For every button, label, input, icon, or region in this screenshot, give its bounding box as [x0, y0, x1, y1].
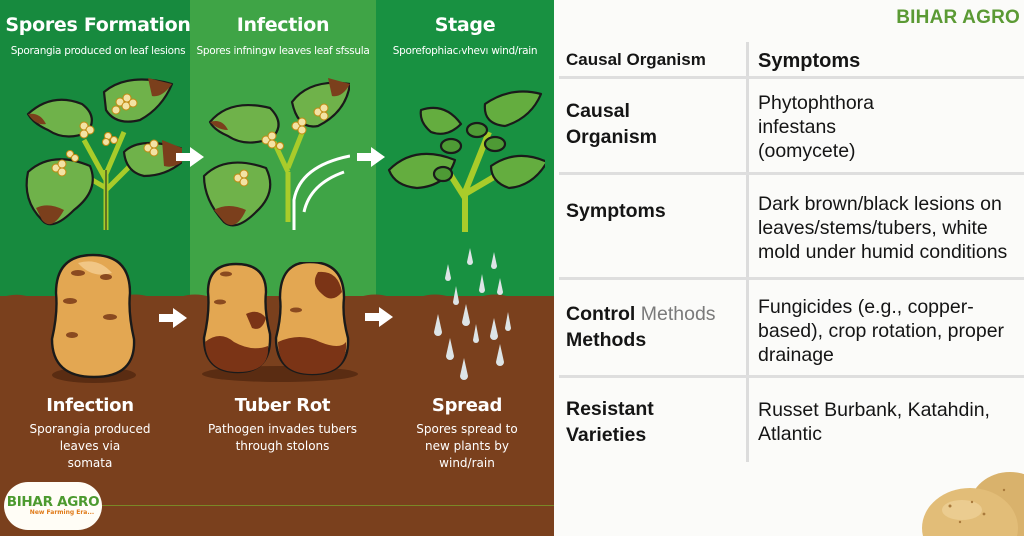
logo-title: BIHAR AGRO	[6, 494, 100, 510]
row-divider	[559, 76, 1024, 79]
stage-subtitle: Sporangia produced on leaf lesions	[10, 45, 186, 57]
arrow-right-icon	[159, 308, 187, 328]
row-label-symptoms: Symptoms	[566, 200, 666, 222]
arrow-right-icon	[176, 147, 204, 167]
stage-caption-title: Tuber Rot	[234, 395, 331, 416]
stage-caption-title: Spread	[431, 395, 503, 416]
column-header-1: Causal Organism	[566, 50, 706, 69]
healthy-plant-icon	[387, 90, 545, 232]
healthy-potato-icon	[50, 253, 136, 383]
divider-line	[102, 505, 554, 506]
rain-drops-icon	[434, 248, 511, 380]
row-divider	[559, 172, 1024, 175]
logo-tagline: New Farming Era...	[29, 509, 95, 516]
disease-cycle-infographic: Spores Formation Sporangia produced on l…	[0, 0, 554, 536]
stage-caption-title: Infection	[46, 395, 134, 416]
stage-title: Infection	[236, 14, 330, 36]
potato-photo-icon	[922, 472, 1024, 536]
rotting-potatoes-icon	[202, 262, 358, 382]
infecting-plant-icon	[202, 78, 350, 230]
stage-title: Stage	[434, 14, 496, 36]
stage-caption-1: Infection Sporangia produced leaves via …	[5, 393, 175, 472]
stage-panel-infection	[190, 0, 376, 300]
stage-caption-text: Spores spread to new plants by wind/rain	[416, 422, 518, 470]
row-value-resistant-varieties: Russet Burbank, Katahdin, Atlantic	[758, 399, 990, 445]
disease-info-panel: BIHAR AGRO Causal Organism Symptoms Caus…	[554, 0, 1024, 536]
stage-subtitle: Spores infningw leaves leaf sfssula	[196, 45, 370, 57]
stage-caption-text: Sporangia produced leaves via somata	[29, 422, 151, 470]
stage-caption-3: Spread Spores spread to new plants by wi…	[392, 393, 542, 472]
arrow-right-icon	[365, 307, 393, 327]
row-value-symptoms: Dark brown/black lesions on leaves/stems…	[758, 193, 1008, 263]
stage-caption-2: Tuber Rot Pathogen invades tubers throug…	[195, 393, 370, 455]
stage-heading-2: Infection Spores infningw leaves leaf sf…	[190, 12, 376, 59]
stage-heading-3: Stage Sporefophiac ᵣvhevı wind/rain	[376, 12, 554, 59]
stage-caption-text: Pathogen invades tubers through stolons	[207, 422, 358, 453]
column-header-2: Symptoms	[758, 50, 861, 72]
row-label-control-methods: Control Methods Methods	[566, 303, 716, 351]
infected-plant-icon	[25, 78, 182, 230]
column-divider	[746, 42, 749, 462]
arrow-right-icon	[357, 147, 385, 167]
row-value-causal-organism: Phytophthora infestans (oomycete)	[758, 92, 875, 162]
stage-title: Spores Formation	[5, 14, 191, 36]
brand-title: BIHAR AGRO	[896, 7, 1020, 28]
stage-panel-stage	[376, 0, 554, 300]
stage-heading-1: Spores Formation Sporangia produced on l…	[0, 12, 196, 59]
stage-subtitle: Sporefophiac ᵣvhevı wind/rain	[392, 45, 538, 57]
soil-edge	[0, 294, 554, 306]
logo-badge: BIHAR AGRO New Farming Era...	[4, 482, 102, 530]
row-value-control-methods: Fungicides (e.g., copper- based), crop r…	[758, 296, 1005, 366]
row-label-causal-organism: Causal Organism	[566, 100, 658, 148]
row-label-resistant-varieties: Resistant Varieties	[566, 398, 654, 446]
row-divider	[559, 375, 1024, 378]
row-divider	[559, 277, 1024, 280]
